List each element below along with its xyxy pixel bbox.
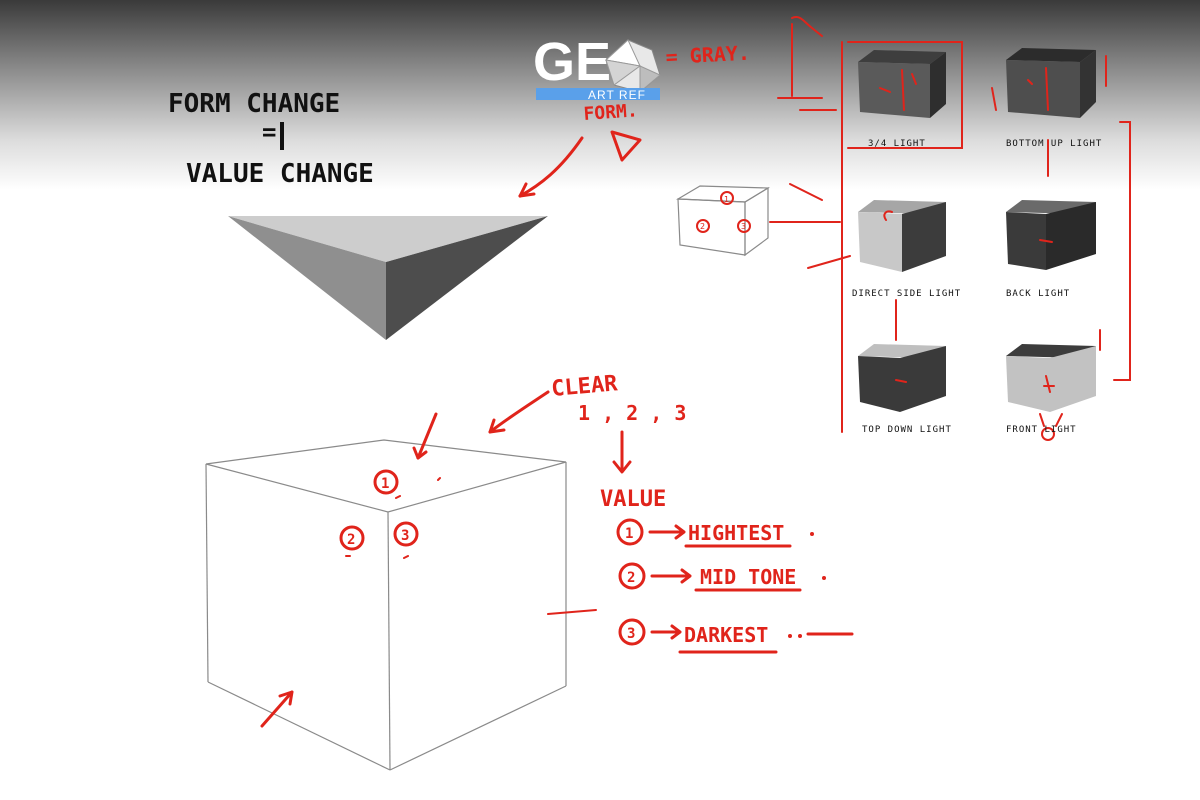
clear-arrow (488, 390, 550, 434)
face-label-1: 1 (381, 476, 389, 492)
cube-back-light: BACK LIGHT (1006, 200, 1096, 299)
legend-label-mid-tone: MID TONE (700, 565, 796, 589)
legend-item-highest: 1 HIGHTEST (616, 518, 814, 548)
logo: GE ART REF (533, 32, 661, 102)
form-arrow (518, 136, 584, 198)
form-change-note: FORM CHANGE (168, 89, 340, 119)
top-face-arrow-head (412, 446, 428, 460)
legend-num-3: 3 (627, 626, 635, 642)
logo-subtitle: ART REF (588, 88, 646, 102)
legend-item-darkest: 3 DARKEST (618, 618, 854, 654)
legend-label-darkest: DARKEST (684, 623, 768, 647)
clear-note: CLEAR (550, 371, 619, 402)
legend-label-highest: HIGHTEST (688, 521, 784, 545)
top-face-arrow (416, 412, 438, 460)
legend-num-1: 1 (625, 526, 633, 542)
clear-arrow-head (488, 418, 506, 434)
cube-direct-side-light: DIRECT SIDE LIGHT (807, 200, 961, 299)
cube-top-down-light: TOP DOWN LIGHT (858, 344, 952, 435)
bottom-edge-arrow (260, 690, 294, 728)
face-label-3: 3 (401, 528, 409, 544)
grid-connector-lines (895, 55, 1107, 351)
highlight-box (847, 41, 963, 149)
value-note: VALUE (600, 487, 666, 512)
small-face-2: 2 (700, 222, 705, 231)
equals-sign: = (262, 118, 276, 146)
lighting-grid: 3/4 LIGHT BOTTOM UP LIGHT DIRECT SIDE LI… (807, 48, 1102, 441)
small-reference-cube: 1 2 3 (675, 185, 771, 257)
label-front-light: FRONT LIGHT (1006, 425, 1077, 435)
form-note: FORM. (583, 100, 639, 125)
label-direct-side-light: DIRECT SIDE LIGHT (852, 289, 961, 299)
large-cube-face-labels: 1 2 3 (339, 469, 441, 559)
light-source-stand (777, 16, 823, 99)
small-face-1: 1 (724, 195, 729, 204)
label-top-down-light: TOP DOWN LIGHT (862, 425, 952, 435)
cube-front-light: FRONT LIGHT (1006, 344, 1096, 441)
form-triangle-symbol (610, 130, 642, 162)
legend-item-mid-tone: 2 MID TONE (618, 562, 826, 592)
inverted-pyramid (228, 216, 548, 340)
large-wireframe-cube (205, 439, 567, 771)
label-back-light: BACK LIGHT (1006, 289, 1070, 299)
gray-note: = GRAY. (665, 41, 750, 69)
clear-numbers: 1 , 2 , 3 (578, 401, 686, 425)
label-bottom-up-light: BOTTOM UP LIGHT (1006, 139, 1102, 149)
right-face-arrow (547, 609, 597, 615)
cube-three-quarter-light: 3/4 LIGHT (858, 50, 946, 149)
value-down-arrow (612, 430, 632, 474)
logo-icosahedron-icon (604, 39, 661, 94)
legend-num-2: 2 (627, 570, 635, 586)
small-face-3: 3 (741, 222, 746, 231)
small-cube-arrow-1 (789, 183, 823, 201)
face-label-2: 2 (347, 532, 355, 548)
label-three-quarter-light: 3/4 LIGHT (868, 139, 926, 149)
cube-bottom-up-light: BOTTOM UP LIGHT (991, 48, 1102, 149)
logo-letters: GE (533, 32, 611, 92)
grid-bracket-right (1113, 121, 1131, 381)
value-change-note: VALUE CHANGE (186, 159, 374, 189)
value-legend: 1 HIGHTEST 2 MID TONE 3 DARKEST (616, 518, 854, 654)
logo-bar (536, 88, 660, 100)
form-arrow-head (518, 182, 536, 198)
